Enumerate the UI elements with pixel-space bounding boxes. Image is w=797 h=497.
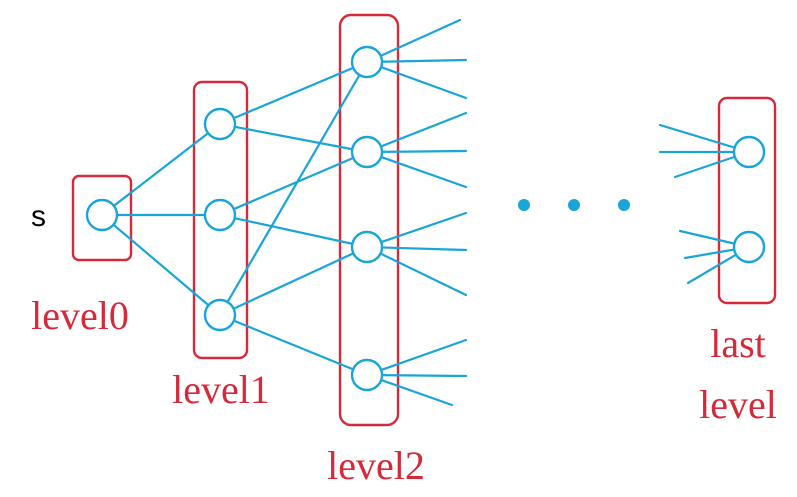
node-last-b <box>732 230 766 264</box>
node-level2-d <box>350 358 384 392</box>
level0-frame <box>71 174 133 262</box>
edge <box>218 122 369 154</box>
edge <box>365 211 468 249</box>
edge <box>365 111 468 154</box>
node-level2-b <box>350 135 384 169</box>
ellipsis-dot <box>518 199 530 211</box>
last-level-label-line2: level <box>699 382 777 427</box>
node-level2-c <box>350 230 384 264</box>
edge <box>365 150 468 189</box>
edge <box>365 373 468 378</box>
ellipsis-dot <box>568 199 580 211</box>
edge <box>100 122 222 217</box>
edge <box>365 18 462 64</box>
edge <box>365 149 468 154</box>
edge <box>218 60 369 126</box>
edge <box>218 60 369 317</box>
level2-frame <box>338 13 400 427</box>
ellipsis-dot <box>618 199 630 211</box>
node-level1-b <box>203 198 237 232</box>
last-level-frame <box>717 96 777 305</box>
node-s <box>85 198 119 232</box>
level2-label: level2 <box>327 443 425 488</box>
level1-label: level1 <box>172 367 270 412</box>
edge <box>365 245 468 297</box>
level0-label: level0 <box>31 293 129 338</box>
edge <box>365 245 468 252</box>
edge <box>218 213 369 249</box>
edge <box>218 313 369 377</box>
node-level1-c <box>203 298 237 332</box>
source-label: s <box>31 200 46 233</box>
last-level-label-line1: last <box>710 321 766 366</box>
edge <box>365 58 468 64</box>
edge <box>365 60 468 100</box>
node-level2-a <box>350 45 384 79</box>
edge <box>218 245 369 317</box>
edges <box>100 18 751 407</box>
edge <box>218 150 369 217</box>
node-last-a <box>732 135 766 169</box>
node-level1-a <box>203 107 237 141</box>
edge <box>100 213 222 317</box>
edge <box>365 338 468 377</box>
